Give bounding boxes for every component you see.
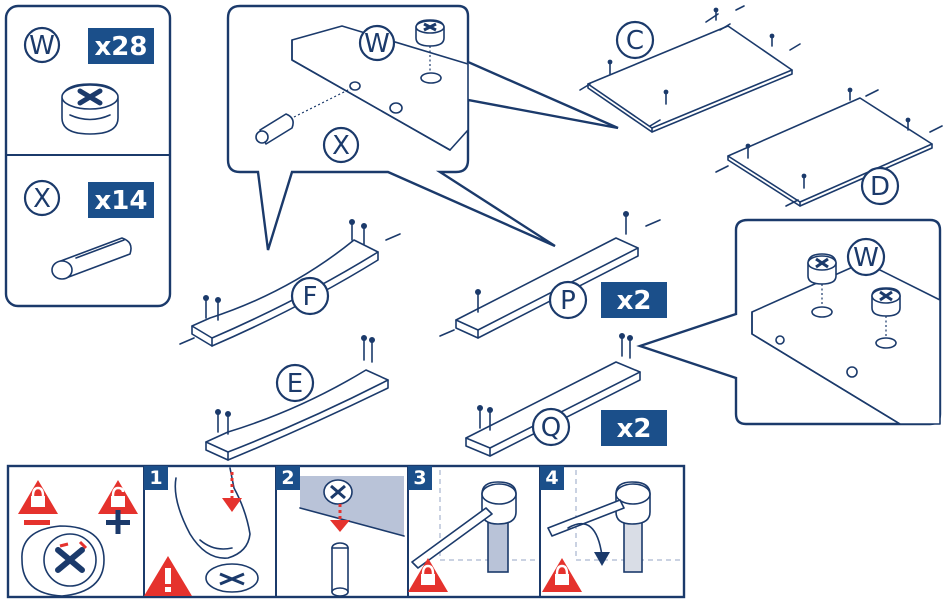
step-panel-1: 1: [144, 466, 259, 596]
step-strip: 1 2: [6, 464, 686, 599]
hardware-x-badge: [23, 179, 61, 217]
cam-insert-icon: [323, 479, 353, 505]
part-f: F: [179, 219, 401, 347]
minus-icon: [24, 520, 50, 525]
step-4-number: 4: [545, 467, 558, 489]
step-2-number-box: [276, 466, 300, 490]
part-q-letter: Q: [541, 413, 561, 443]
down-arrow-icon: [330, 504, 350, 532]
callout-top-x-badge: [322, 126, 360, 164]
step-3-number: 3: [413, 467, 426, 489]
plus-icon: [106, 510, 130, 534]
part-p-letter: P: [560, 286, 576, 316]
part-c-letter: C: [626, 26, 644, 56]
cam-lock-icon: [807, 253, 837, 285]
part-q-quantity: x2: [617, 414, 652, 444]
callout-top-x-letter: X: [332, 131, 350, 161]
part-c: C: [579, 5, 801, 133]
lock-warning-icon: [408, 558, 448, 592]
part-p-qty-box: [601, 282, 667, 318]
cam-lock-icon: [61, 83, 119, 135]
cam-bolt-icon: [331, 542, 349, 597]
part-p: P x2: [439, 211, 667, 339]
part-e-letter: E: [287, 369, 303, 399]
part-e-badge: [275, 363, 315, 403]
hardware-item-x: X x14: [23, 179, 154, 280]
cam-lock-icon: [615, 481, 651, 525]
part-q: Q x2: [465, 333, 667, 457]
callout-right-w-letter: W: [853, 243, 879, 273]
hardware-x-quantity: x14: [95, 186, 148, 216]
cam-lock-icon: [21, 525, 105, 597]
wood-dowel-icon: [255, 113, 294, 145]
hardware-w-badge: [23, 26, 61, 64]
part-d-panel: [727, 97, 933, 203]
wood-dowel-icon: [51, 237, 132, 280]
down-arrow-icon: [222, 472, 242, 512]
callout-top-w-badge: [358, 24, 396, 62]
hardware-w-qty-box: [88, 28, 154, 64]
part-d-badge: [860, 166, 900, 206]
part-p-badge: [548, 280, 588, 320]
callout-right: W: [636, 218, 942, 426]
part-c-badge: [615, 20, 655, 60]
lock-warning-icon: [542, 558, 582, 592]
hardware-w-letter: W: [29, 31, 55, 61]
step-panel-intro: [18, 480, 138, 597]
step-panel-3: 3: [408, 466, 536, 592]
part-p-quantity: x2: [617, 286, 652, 316]
curved-arrow-icon: [567, 523, 610, 566]
hardware-legend: W x28 X x14: [4, 4, 172, 308]
lock-open-warning-icon: [98, 480, 138, 514]
part-q-badge: [531, 407, 571, 447]
part-d: D: [715, 87, 943, 207]
part-f-letter: F: [303, 282, 318, 312]
step-2-number: 2: [281, 467, 294, 489]
part-f-rail: [191, 239, 379, 339]
hardware-item-w: W x28: [23, 26, 154, 135]
cam-lock-icon: [415, 19, 445, 47]
step-1-number: 1: [149, 467, 162, 489]
cam-lock-icon: [871, 287, 901, 317]
part-d-letter: D: [870, 172, 890, 202]
part-f-badge: [290, 276, 330, 316]
step-panel-4: 4: [540, 466, 680, 592]
callout-top: W X: [226, 4, 619, 251]
step-3-number-box: [408, 466, 432, 490]
hardware-w-quantity: x28: [95, 32, 148, 62]
cam-lock-icon: [205, 563, 259, 593]
hardware-x-qty-box: [88, 182, 154, 218]
step-panel-2: 2: [276, 466, 405, 597]
part-e: E: [205, 335, 389, 461]
lock-closed-warning-icon: [18, 480, 58, 514]
hardware-x-letter: X: [33, 184, 51, 214]
step-4-number-box: [540, 466, 564, 490]
part-q-qty-box: [601, 410, 667, 446]
callout-right-w-badge: [846, 237, 886, 277]
screwdriver-turn-icon: [547, 499, 625, 537]
step-1-number-box: [144, 466, 168, 490]
callout-top-w-letter: W: [364, 29, 390, 59]
screwdriver-icon: [411, 507, 493, 569]
warning-triangle-icon: [144, 556, 192, 596]
